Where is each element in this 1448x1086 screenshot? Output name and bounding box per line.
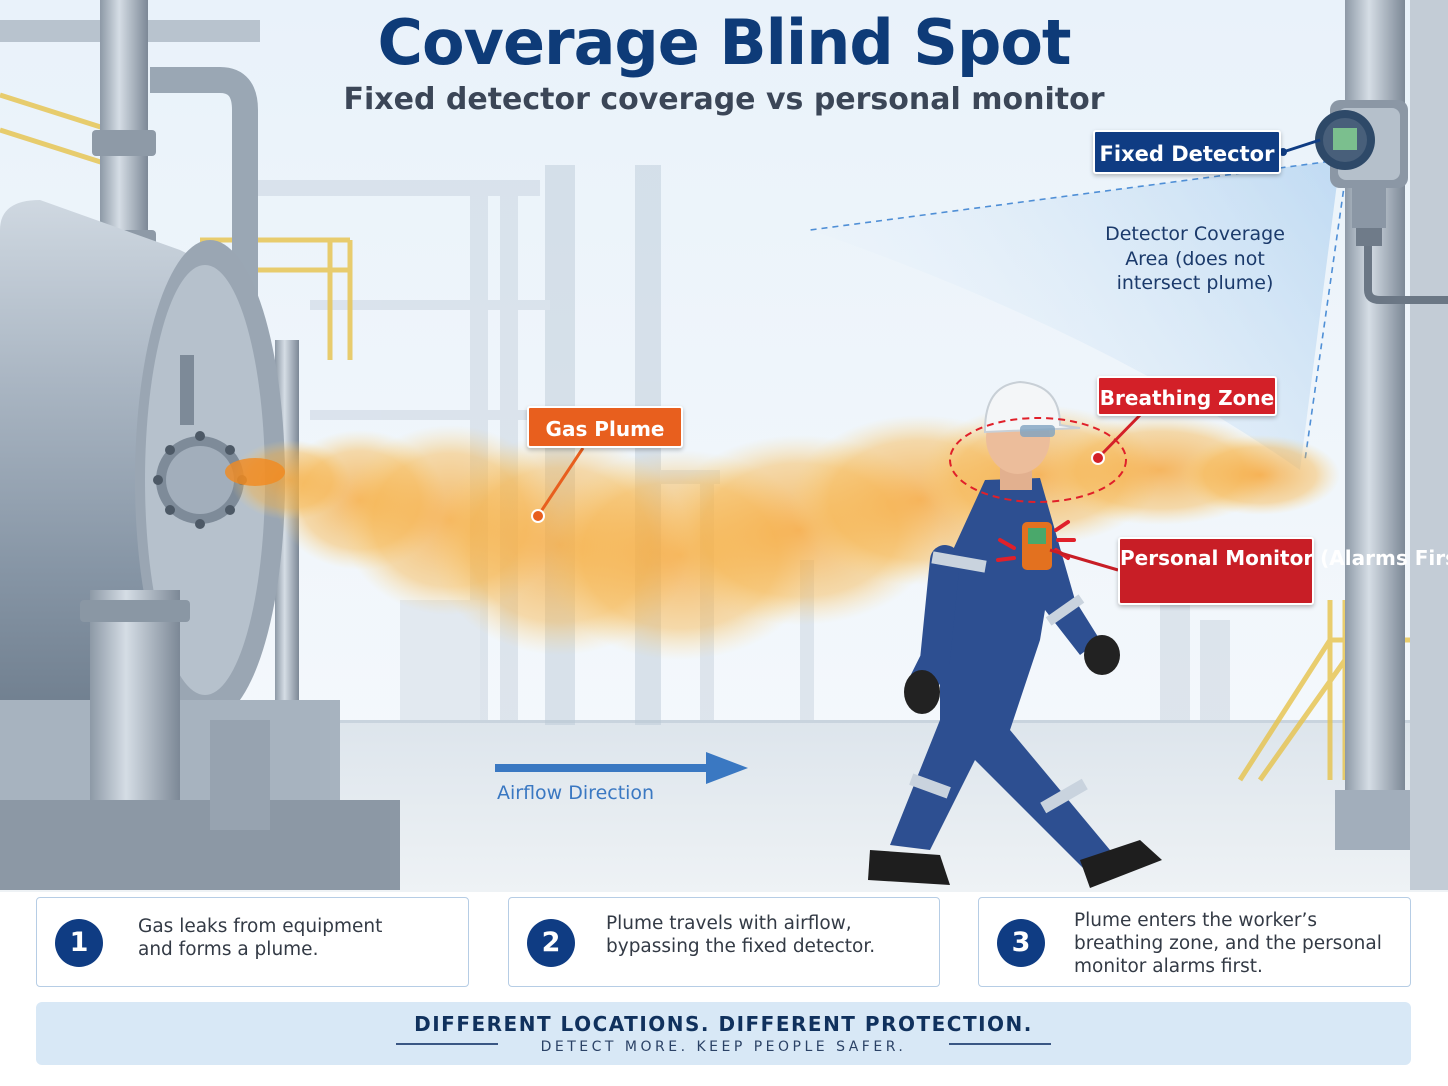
- breathing-zone-leader: [1096, 408, 1147, 460]
- step-text: Plume enters the worker’s breathing zone…: [1074, 910, 1382, 977]
- step-text: Plume travels with airflow, bypassing th…: [606, 913, 876, 957]
- banner-rule-right: [949, 1043, 1051, 1045]
- banner-rule-left: [396, 1043, 498, 1045]
- step-number-badge: 3: [997, 919, 1045, 967]
- step-number-badge: 2: [527, 919, 575, 967]
- step-number-badge: 1: [55, 919, 103, 967]
- page-title: Coverage Blind Spot: [377, 6, 1071, 79]
- fixed-detector-leader-dot: [1279, 148, 1287, 156]
- left-equipment: [0, 0, 400, 890]
- fixed-detector-label: Fixed Detector: [1093, 130, 1281, 174]
- airflow-label: Airflow Direction: [497, 782, 655, 804]
- yellow-railings: [0, 92, 1448, 782]
- step-text: Gas leaks from equipment and forms a plu…: [138, 916, 383, 960]
- fixed-detector-device: [1315, 100, 1408, 246]
- step-card-3: 3 Plume enters the worker’s breathing zo…: [978, 897, 1411, 987]
- gas-plume-dot: [531, 509, 545, 523]
- banner-tagline: DETECT MORE. KEEP PEOPLE SAFER.: [540, 1039, 907, 1055]
- ground-line: [0, 720, 1448, 723]
- gas-plume-leader: [536, 447, 585, 517]
- fixed-detector-leader: [1282, 138, 1321, 154]
- coverage-area-label: Detector Coverage Area (does not interse…: [1105, 223, 1285, 294]
- gas-plume: [225, 405, 1340, 660]
- right-pillar: [1335, 0, 1448, 890]
- airflow-arrow: [495, 752, 748, 784]
- illustration-scene: Coverage Blind Spot Fixed detector cover…: [0, 0, 1448, 892]
- coverage-edge-bottom: [1304, 179, 1346, 461]
- breathing-zone-dot: [1091, 451, 1105, 465]
- gas-plume-label: Gas Plume: [527, 406, 683, 448]
- breathing-zone-label: Breathing Zone: [1097, 376, 1277, 416]
- bottom-banner: DIFFERENT LOCATIONS. DIFFERENT PROTECTIO…: [36, 1002, 1411, 1065]
- breathing-zone-outline: [949, 417, 1127, 503]
- step-card-2: 2 Plume travels with airflow, bypassing …: [508, 897, 940, 987]
- step-card-1: 1 Gas leaks from equipment and forms a p…: [36, 897, 469, 987]
- banner-headline: DIFFERENT LOCATIONS. DIFFERENT PROTECTIO…: [414, 1012, 1033, 1036]
- page-subtitle: Fixed detector coverage vs personal moni…: [343, 82, 1105, 117]
- personal-monitor-leader: [1049, 548, 1119, 572]
- personal-monitor-label: Personal Monitor (Alarms First): [1118, 537, 1448, 605]
- worker-figure: [868, 380, 1162, 888]
